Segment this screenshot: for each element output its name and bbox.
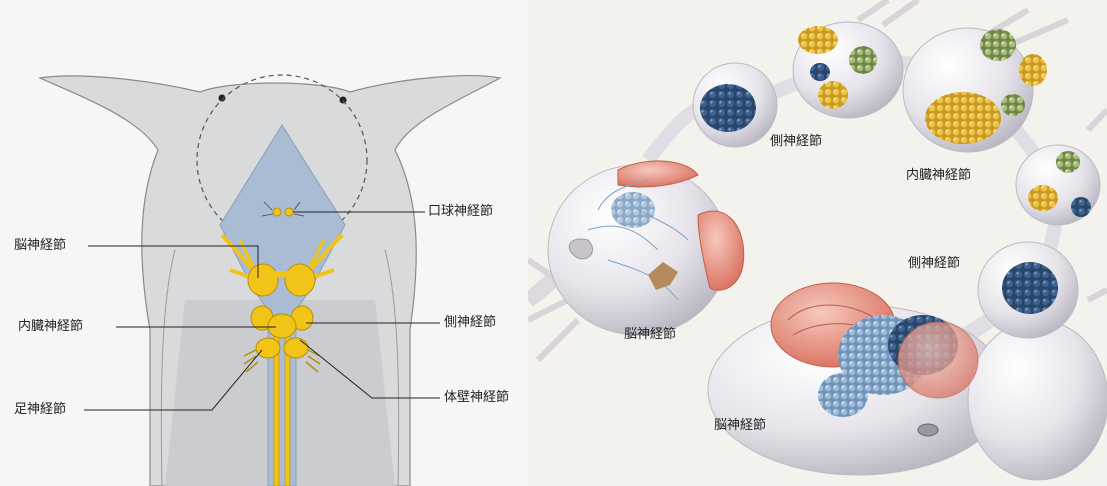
label-pleural-ganglion: 側神経節 — [444, 315, 496, 331]
eye-right — [340, 97, 347, 104]
snail-nervous-system-diagram — [0, 0, 527, 486]
label-visceral-ganglion: 内臓神経節 — [18, 319, 83, 335]
label-pleural-ganglion-top: 側神経節 — [770, 134, 822, 150]
yellow-cell-cluster-4 — [1019, 54, 1047, 86]
label-cerebral-ganglion: 脳神経節 — [14, 238, 66, 254]
buccal-ganglion-left — [273, 208, 281, 216]
label-pedal-ganglion: 足神経節 — [14, 402, 66, 418]
blue-cell-cluster-4 — [1002, 262, 1058, 314]
eye-structure — [918, 424, 938, 436]
label-cerebral-ganglion-left: 脳神経節 — [624, 327, 676, 343]
green-cell-cluster-2 — [980, 29, 1016, 61]
cerebral-ganglion-right — [285, 264, 315, 296]
label-cerebral-ganglion-bottom: 脳神経節 — [714, 418, 766, 434]
blue-cell-cluster-2 — [810, 63, 830, 81]
green-cell-cluster-3 — [1001, 94, 1025, 116]
label-buccal-ganglion: 口球神経節 — [428, 204, 493, 220]
ganglia-illustration — [528, 0, 1107, 486]
pink-lobe-bottom — [898, 322, 978, 398]
blue-cell-cluster-7 — [818, 373, 868, 417]
visceral-ganglion — [268, 314, 296, 338]
light-blue-cell-cluster-1 — [611, 192, 655, 228]
buccal-ganglion-right — [285, 208, 293, 216]
cerebral-ganglion-left — [248, 264, 278, 296]
right-illustration-panel: 側神経節 内臓神経節 側神経節 脳神経節 脳神経節 — [528, 0, 1107, 486]
pedal-ganglion-right — [284, 338, 308, 358]
label-pleural-ganglion-right: 側神経節 — [908, 256, 960, 272]
green-cell-cluster-4 — [1056, 151, 1080, 173]
green-cell-cluster-1 — [849, 46, 877, 74]
yellow-cell-cluster-2 — [818, 81, 848, 109]
blue-cell-cluster-3 — [1071, 197, 1091, 217]
label-parietal-ganglion: 体壁神経節 — [444, 390, 509, 406]
left-diagram-panel: 口球神経節 脳神経節 内臓神経節 側神経節 足神経節 体壁神経節 — [0, 0, 527, 486]
blue-cell-cluster-1 — [700, 84, 756, 132]
label-visceral-ganglion-illus: 内臓神経節 — [906, 168, 971, 184]
yellow-cell-cluster-5 — [1028, 185, 1058, 211]
lower-right-body — [968, 320, 1107, 480]
pedal-ganglion-left — [256, 338, 280, 358]
yellow-cell-cluster-1 — [798, 26, 838, 54]
yellow-cell-cluster-3 — [925, 92, 1001, 144]
